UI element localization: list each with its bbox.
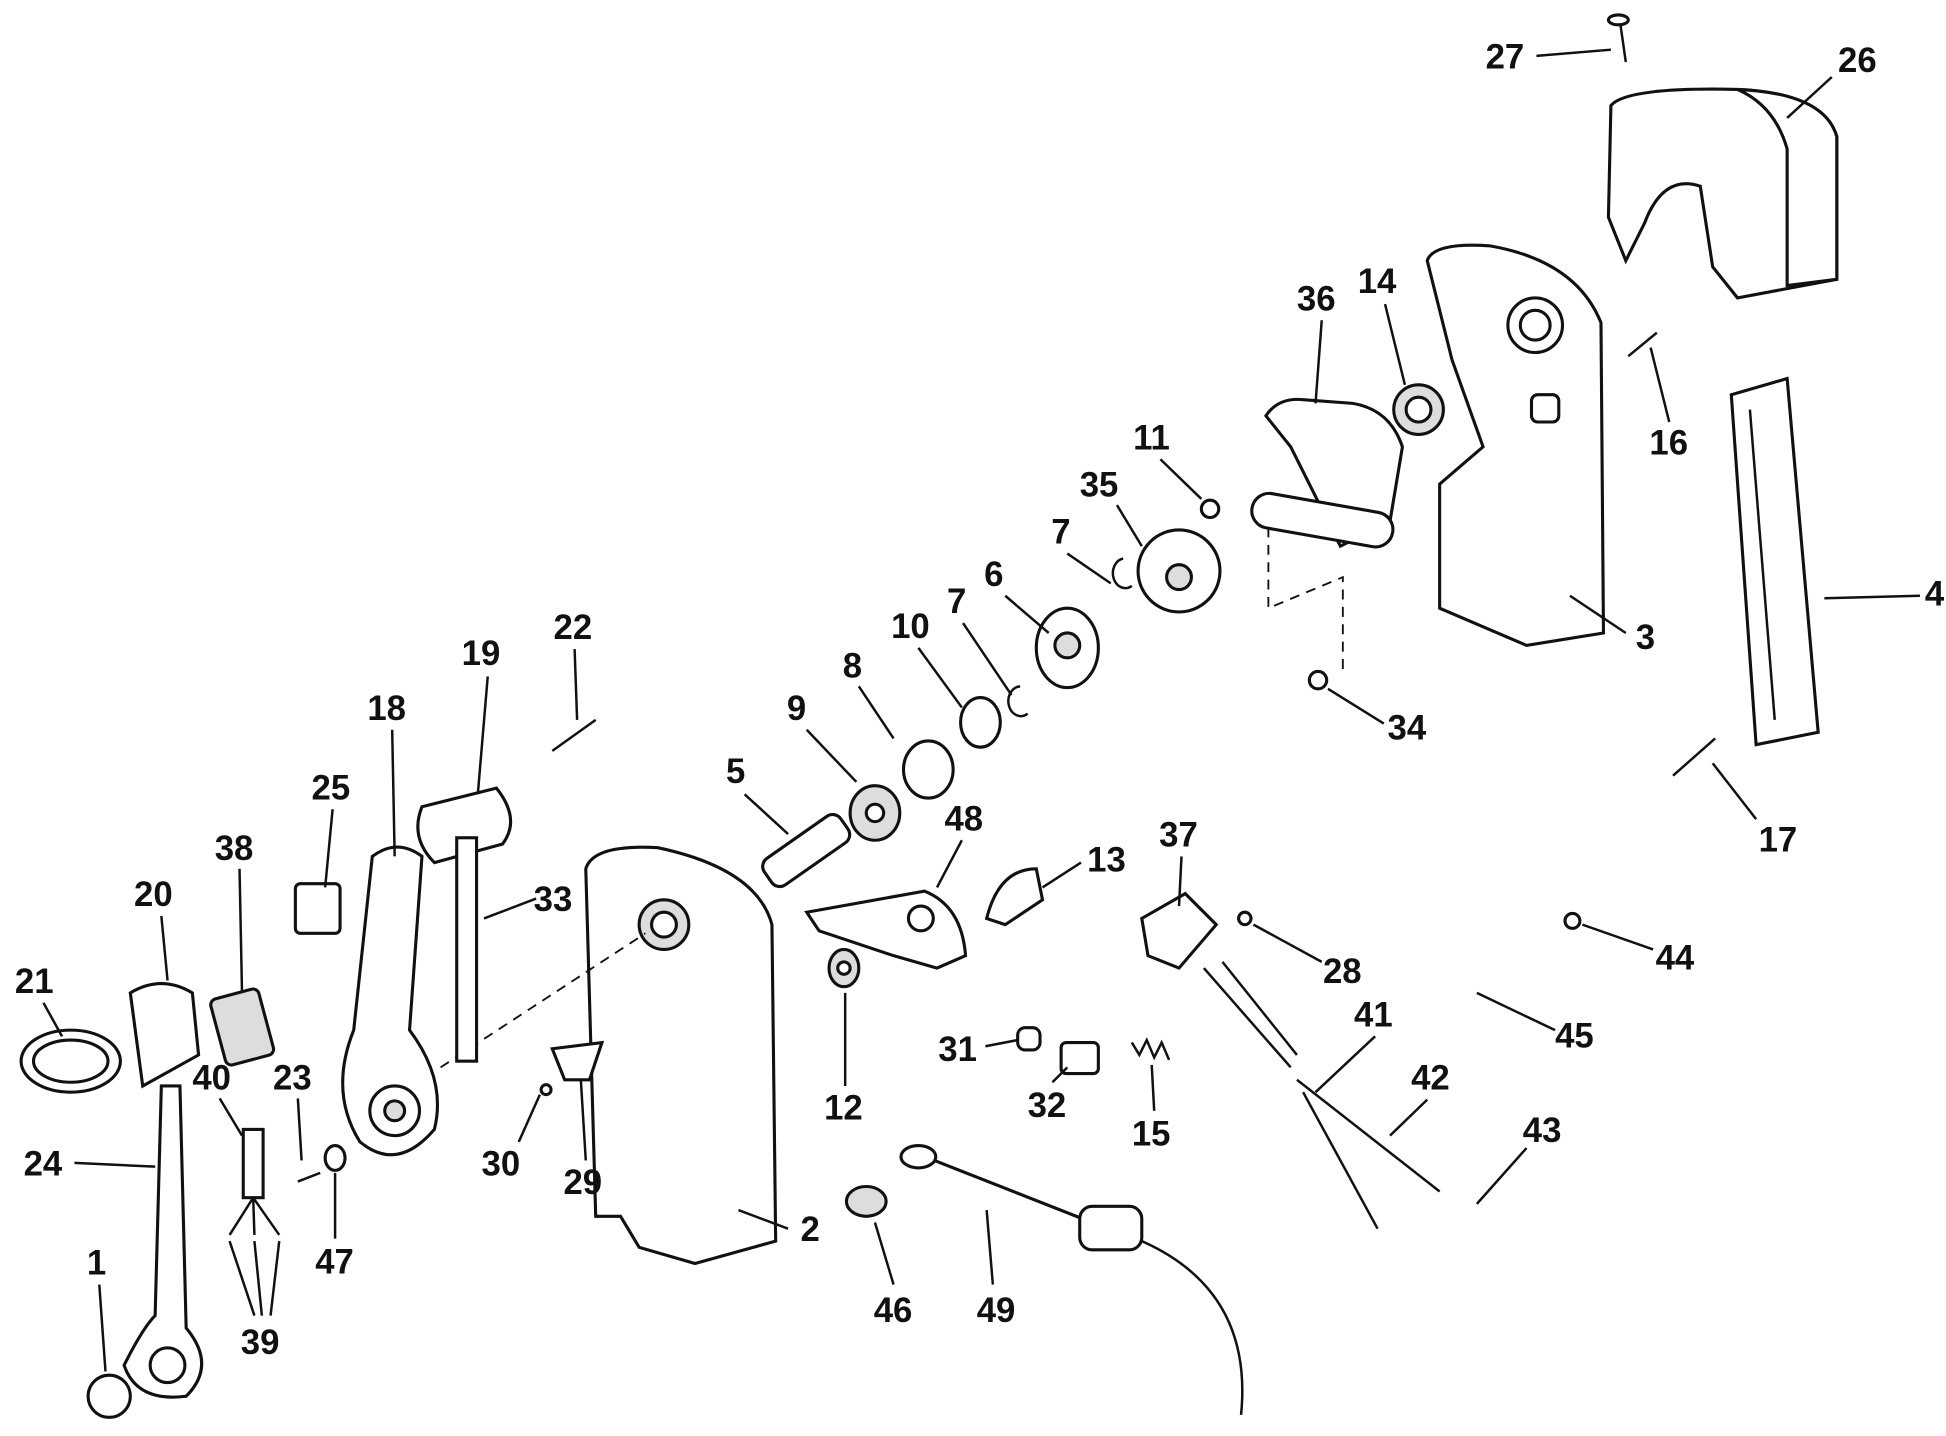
callout-23: 23 — [273, 1060, 312, 1098]
part-24-lever-arm — [122, 1084, 204, 1399]
callout-48: 48 — [944, 800, 983, 838]
part-47-washer — [323, 1143, 347, 1172]
part-7-retaining-ring — [1007, 557, 1133, 718]
callout-16: 16 — [1649, 424, 1688, 462]
part-2-front-housing — [584, 845, 778, 1266]
callout-2: 2 — [800, 1211, 819, 1249]
part-28-screw — [1237, 910, 1253, 927]
callout-7b: 7 — [947, 583, 966, 621]
callout-37: 37 — [1159, 816, 1198, 854]
part-46-plug — [844, 1184, 888, 1218]
part-37-switch — [1140, 891, 1219, 970]
part-31-plunger — [1016, 1026, 1042, 1052]
part-32-detent — [1059, 1040, 1100, 1076]
callout-5: 5 — [726, 753, 745, 791]
part-13-pawl — [984, 867, 1045, 927]
part-11-nut — [1199, 498, 1221, 520]
callout-13: 13 — [1087, 841, 1126, 879]
callout-46: 46 — [874, 1292, 913, 1330]
part-23-bolt — [297, 1171, 321, 1183]
part-26-top-cover — [1606, 87, 1839, 300]
callout-3: 3 — [1636, 619, 1655, 657]
callout-labels: 27 26 36 14 11 35 16 7 6 3 4 10 7 8 22 1… — [15, 38, 1945, 1362]
callout-8: 8 — [843, 648, 862, 686]
part-10-washer — [959, 695, 1002, 749]
part-19-grip-cover — [416, 786, 513, 865]
part-36-link — [1250, 397, 1405, 549]
part-21-trim-ring — [19, 1028, 122, 1094]
callout-45: 45 — [1555, 1018, 1594, 1056]
callout-42: 42 — [1411, 1060, 1450, 1098]
part-40-wire-harness — [228, 1127, 281, 1236]
part-29-bracket — [550, 1040, 605, 1082]
callout-33: 33 — [534, 881, 573, 919]
callout-17: 17 — [1759, 821, 1798, 859]
part-44-nut — [1563, 911, 1582, 930]
callout-39: 39 — [241, 1324, 280, 1362]
part-38-switch — [209, 987, 276, 1067]
callout-28: 28 — [1323, 953, 1362, 991]
callout-20: 20 — [134, 876, 173, 914]
callout-4: 4 — [1925, 576, 1945, 614]
callout-36: 36 — [1297, 280, 1336, 318]
callout-35: 35 — [1080, 466, 1119, 504]
callout-18: 18 — [367, 690, 406, 728]
part-14-bushing — [1392, 383, 1445, 436]
callout-30: 30 — [482, 1145, 521, 1183]
part-6-gear — [1034, 606, 1100, 690]
callout-11: 11 — [1133, 419, 1170, 457]
callout-27: 27 — [1486, 38, 1525, 76]
part-8-spacer — [901, 739, 955, 800]
part-30-screw — [539, 1083, 553, 1097]
callout-6: 6 — [984, 556, 1003, 594]
part-20-knob-housing — [128, 982, 201, 1089]
callout-47: 47 — [315, 1243, 354, 1281]
callout-22: 22 — [554, 609, 593, 647]
callout-24: 24 — [24, 1145, 63, 1183]
callout-15: 15 — [1132, 1116, 1171, 1154]
part-35-cam — [1136, 528, 1222, 614]
callout-38: 38 — [215, 830, 254, 868]
callout-12: 12 — [824, 1089, 863, 1127]
callout-40: 40 — [192, 1060, 231, 1098]
part-22-screw — [551, 718, 597, 752]
part-16-screw — [1627, 331, 1658, 358]
callout-43: 43 — [1523, 1112, 1562, 1150]
part-33-strip — [455, 836, 479, 1063]
part-4-side-cover — [1729, 376, 1820, 747]
callout-44: 44 — [1656, 939, 1695, 977]
callout-31: 31 — [938, 1031, 977, 1069]
part-27-screw — [1606, 13, 1630, 63]
callout-10: 10 — [891, 608, 930, 646]
callout-26: 26 — [1838, 42, 1877, 80]
part-25-clip — [293, 882, 342, 935]
part-15-spring — [1130, 1037, 1171, 1061]
part-9-bearing — [848, 784, 902, 842]
part-34-nut — [1307, 669, 1329, 691]
part-41-42-43-leads — [1202, 961, 1441, 1230]
part-18-control-handle — [341, 845, 440, 1157]
leader-lines — [42, 48, 1920, 1372]
callout-32: 32 — [1028, 1087, 1067, 1125]
callout-49: 49 — [977, 1292, 1016, 1330]
callout-14: 14 — [1358, 263, 1397, 301]
callout-21: 21 — [15, 963, 54, 1001]
callout-34: 34 — [1388, 710, 1427, 748]
part-3-rear-housing — [1425, 243, 1606, 648]
part-17-screw — [1672, 737, 1716, 777]
part-1-cap — [86, 1373, 132, 1419]
callout-25: 25 — [312, 769, 351, 807]
callout-7a: 7 — [1051, 514, 1070, 552]
callout-1: 1 — [87, 1245, 106, 1283]
callout-41: 41 — [1354, 996, 1393, 1034]
part-49-cable — [899, 1143, 1244, 1415]
part-12-washer — [827, 947, 861, 989]
part-5-shaft — [761, 812, 852, 889]
part-48-lever — [804, 889, 968, 970]
callout-29: 29 — [563, 1164, 602, 1202]
callout-9: 9 — [787, 690, 806, 728]
callout-19: 19 — [462, 635, 501, 673]
